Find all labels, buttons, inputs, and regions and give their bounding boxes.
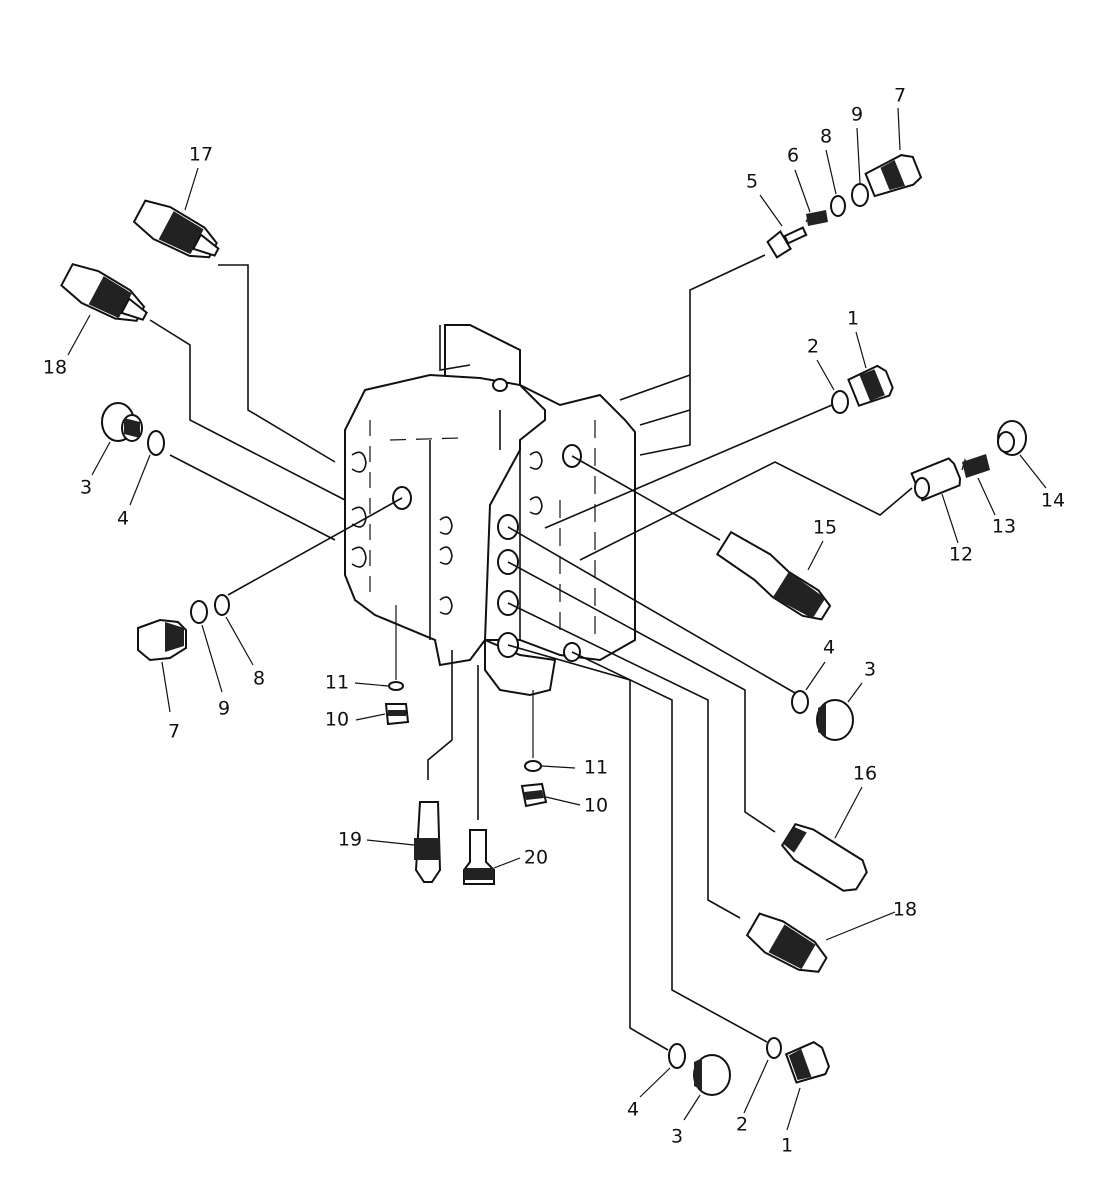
part-6-spring — [805, 210, 828, 226]
callout-11-center: 11 — [584, 757, 608, 779]
part-4-oring-upper-left — [147, 430, 165, 456]
callout-10-center: 10 — [584, 795, 608, 817]
part-18-relief-valve-upper — [60, 263, 148, 322]
callout-2-right: 2 — [807, 336, 819, 358]
part-7-plug-right — [864, 154, 923, 198]
part-7-plug-left — [137, 618, 187, 662]
callout-4-upper-left: 4 — [117, 508, 129, 530]
callout-9-left: 9 — [218, 698, 230, 720]
callout-4-right-mid: 4 — [823, 637, 835, 659]
part-16-valve — [780, 823, 868, 892]
part-3-plug-bottom — [693, 1054, 731, 1096]
callout-labels: 17 18 3 4 7 9 8 11 10 19 20 11 10 5 6 8 … — [43, 85, 1065, 1157]
part-4-oring-bottom — [668, 1043, 686, 1069]
callout-6: 6 — [787, 145, 799, 167]
part-2-ring-bottom — [766, 1037, 782, 1059]
part-9-ring-left — [190, 600, 208, 624]
part-17-relief-valve — [132, 199, 220, 259]
callout-12: 12 — [949, 544, 973, 566]
callout-2-bottom: 2 — [736, 1114, 748, 1136]
part-9-ring-right — [851, 183, 869, 207]
part-5-spool — [766, 226, 808, 259]
part-10-plug-left — [384, 703, 410, 726]
callout-17: 17 — [189, 144, 213, 166]
part-13-spring — [961, 454, 990, 478]
callout-7-right: 7 — [894, 85, 906, 107]
callout-8-right: 8 — [820, 126, 832, 148]
callout-4-bottom: 4 — [627, 1099, 639, 1121]
callout-3-bottom: 3 — [671, 1126, 683, 1148]
callout-18-lower: 18 — [893, 899, 917, 921]
part-1-plug-right — [847, 364, 894, 407]
callout-18-upper: 18 — [43, 357, 67, 379]
part-3-plug-right-mid — [816, 699, 854, 741]
callout-7-left: 7 — [168, 721, 180, 743]
part-8-ring-left — [214, 594, 230, 616]
callout-3-upper-left: 3 — [80, 477, 92, 499]
part-18-relief-valve-lower — [745, 912, 828, 973]
part-11-ring-left — [388, 681, 404, 691]
valve-body — [344, 324, 636, 697]
part-20-check-valve — [463, 829, 495, 885]
part-8-ring-right — [830, 195, 846, 217]
part-1-plug-bottom — [784, 1041, 830, 1084]
callout-11-left: 11 — [325, 672, 349, 694]
callout-1-bottom: 1 — [781, 1135, 793, 1157]
part-4-oring-right-mid — [791, 690, 809, 714]
part-3-plug-upper-left — [101, 402, 143, 442]
callout-5: 5 — [746, 171, 758, 193]
callout-19: 19 — [338, 829, 362, 851]
callout-20: 20 — [524, 847, 548, 869]
callout-3-right-mid: 3 — [864, 659, 876, 681]
callout-10-left: 10 — [325, 709, 349, 731]
callout-1-right: 1 — [847, 308, 859, 330]
callout-9-right: 9 — [851, 104, 863, 126]
part-15-relief-valve — [715, 530, 832, 621]
part-2-ring-right — [831, 390, 849, 414]
part-14-cap — [997, 420, 1027, 456]
callout-15: 15 — [813, 517, 837, 539]
callout-13: 13 — [992, 516, 1016, 538]
part-10-plug-center — [520, 782, 548, 808]
callout-leaders — [67, 107, 1047, 1131]
callout-16: 16 — [853, 763, 877, 785]
part-11-ring-center — [524, 760, 542, 772]
leader-lines — [149, 254, 913, 1051]
part-19-check-valve — [414, 801, 442, 883]
part-12-sleeve — [910, 457, 962, 502]
callout-14: 14 — [1041, 490, 1065, 512]
callout-8-left: 8 — [253, 668, 265, 690]
